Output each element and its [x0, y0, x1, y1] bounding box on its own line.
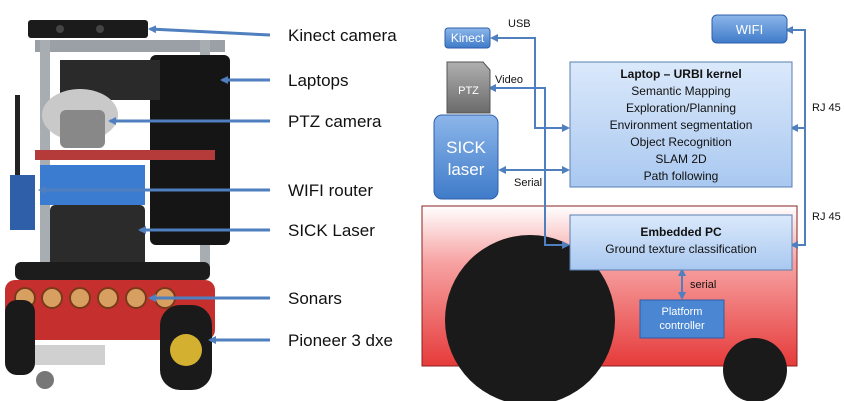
embedded-box [569, 214, 793, 271]
robot-photo [5, 20, 230, 390]
label-wifi-router: WIFI router [288, 181, 374, 200]
link-rj45-bottom [790, 128, 806, 249]
link-label-video: Video [495, 74, 523, 86]
link-label-usb: USB [508, 18, 531, 30]
platform-controller-line1: Platform [661, 306, 703, 318]
platform-controller-box [639, 299, 725, 339]
embedded-item: Ground texture classification [605, 242, 757, 256]
wifi-box [711, 14, 788, 44]
laptop-item: Exploration/Planning [625, 101, 737, 115]
sick-box [433, 114, 499, 200]
ptz-label: PTZ [458, 85, 479, 97]
arrow-kinect [148, 25, 271, 37]
laptop-title: Laptop – URBI kernel [620, 67, 742, 81]
link-label-serial-lower: serial [690, 279, 717, 291]
laptop-item: Object Recognition [630, 135, 732, 149]
laptop-item: Path following [643, 169, 719, 183]
wheel-small [723, 338, 787, 401]
label-sonars: Sonars [288, 289, 342, 308]
photo-pointer-arrows [38, 25, 271, 344]
sick-label-line2: laser [447, 160, 485, 179]
platform-controller-line2: controller [659, 320, 705, 332]
label-sick-laser: SICK Laser [288, 221, 375, 240]
label-pioneer: Pioneer 3 dxe [288, 331, 393, 350]
platform-controller-text: Platform controller [640, 305, 724, 333]
wheel-large [445, 235, 615, 401]
sick-label-line1: SICK [446, 138, 486, 157]
label-laptops: Laptops [288, 71, 349, 90]
label-kinect-camera: Kinect camera [288, 26, 397, 45]
link-rj45-top [785, 26, 806, 132]
laptop-text: Laptop – URBI kernel Semantic Mapping Ex… [570, 66, 792, 185]
laptop-item: Environment segmentation [609, 118, 753, 132]
kinect-label: Kinect [450, 31, 485, 45]
kinect-box [444, 27, 491, 49]
wifi-label: WIFI [735, 21, 764, 37]
ptz-box [446, 61, 491, 114]
link-label-rj45-top: RJ 45 [812, 102, 841, 114]
laptop-box [569, 61, 793, 188]
embedded-text: Embedded PC Ground texture classificatio… [570, 224, 792, 258]
system-diagram [421, 14, 806, 401]
laptop-item: SLAM 2D [655, 152, 707, 166]
embedded-title: Embedded PC [640, 225, 722, 239]
laptop-item: Semantic Mapping [631, 84, 731, 98]
label-ptz-camera: PTZ camera [288, 112, 382, 131]
link-label-rj45-bottom: RJ 45 [812, 211, 841, 223]
link-label-serial: Serial [514, 177, 543, 189]
